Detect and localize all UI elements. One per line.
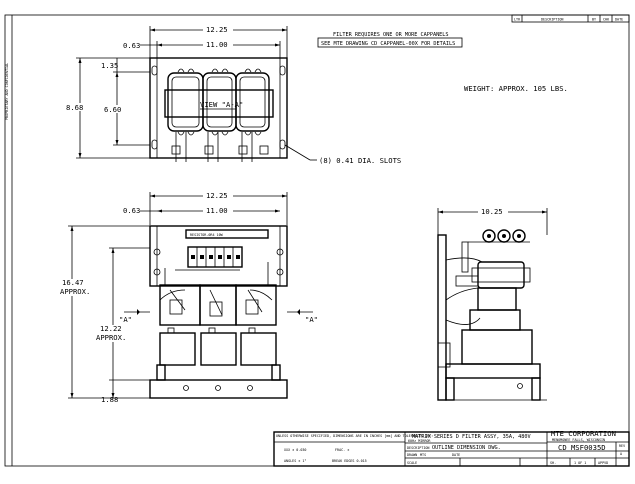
front-dim-inner: 11.00 <box>206 206 228 215</box>
front-dim-height-inner: 12.22 <box>100 324 122 333</box>
drawing-type: OUTLINE DIMENSION DWG. <box>432 445 501 451</box>
break-edges: BREAK EDGES 0.015 <box>332 459 367 463</box>
front-dim-offset: 0.63 <box>123 206 140 215</box>
title-block: UNLESS OTHERWISE SPECIFIED, DIMENSIONS A… <box>273 429 630 467</box>
scale-label: SCALE <box>407 461 417 465</box>
sheet-value: 1 OF 1 <box>574 461 586 465</box>
top-dim-top-offset: 1.35 <box>101 61 118 70</box>
angle-tolerance: ANGLES ± 1° <box>284 459 306 463</box>
note-line-2: SEE MTE DRAWING CD CAPPANEL-00X FOR DETA… <box>321 41 455 47</box>
drawn-by: MTS <box>420 453 426 457</box>
rev-col-description: DESCRIPTION <box>541 18 563 22</box>
top-dim-height-inner: 6.60 <box>104 105 121 114</box>
side-view: 10.25 <box>437 207 548 401</box>
drawing-number: CD MSF0035D <box>558 443 606 452</box>
section-mark-right: "A" <box>305 315 318 324</box>
front-dim-height-total: 16.47 <box>62 278 84 287</box>
front-dim-bottom: 1.88 <box>101 395 118 404</box>
note-box <box>317 37 463 48</box>
top-dim-height-total: 8.68 <box>66 103 83 112</box>
rev-col-chk: CHK <box>603 18 610 22</box>
front-dim-overall: 12.25 <box>206 191 228 200</box>
drawn-label: DRAWN <box>407 453 417 457</box>
rev-col-by: BY <box>592 18 596 22</box>
appvd-label: APPVD <box>598 461 608 465</box>
date-label: DATE <box>452 453 460 457</box>
front-dim-height-total-note: APPROX. <box>60 287 90 296</box>
top-view: 12.25 11.00 0.63 8.68 6.60 1.35 <box>64 25 401 165</box>
sheet-label: SH. <box>550 461 556 465</box>
side-margin-text: PROPRIETARY AND CONFIDENTIAL <box>5 63 9 120</box>
terminal-label: RESISTOR-0R4 10W <box>190 233 224 237</box>
top-dim-inner: 11.00 <box>206 40 228 49</box>
drawing-title-1: MATRIX SERIES D FILTER ASSY, 35A, 480V <box>412 434 531 440</box>
section-mark-left: "A" <box>119 315 132 324</box>
decimal-tolerance: XXX ± 0.030 <box>284 448 306 452</box>
side-dim-width: 10.25 <box>481 207 503 216</box>
tolerance-note: UNLESS OTHERWISE SPECIFIED, DIMENSIONS A… <box>276 434 433 438</box>
company-sub: MENOMONEE FALLS, WISCONSIN <box>552 438 605 442</box>
description-label: DESCRIPTION <box>407 446 429 450</box>
rev-value: A <box>620 452 622 456</box>
note-line-1: FILTER REQUIRES ONE OR MORE CAPPANELS <box>333 32 449 38</box>
front-view: 12.25 11.00 0.63 16.47 APPROX. 12.22 APP… <box>58 191 318 404</box>
rev-col-ltr: LTR <box>514 18 521 22</box>
rev-label: REV <box>619 444 625 448</box>
fraction-tolerance: FRAC. ± <box>335 448 349 452</box>
top-dim-offset: 0.63 <box>123 41 140 50</box>
weight-text: WEIGHT: APPROX. 105 LBS. <box>464 84 568 93</box>
slots-callout: (8) 0.41 DIA. SLOTS <box>319 156 401 165</box>
front-dim-height-inner-note: APPROX. <box>96 333 126 342</box>
rev-col-date: DATE <box>615 18 623 22</box>
drawing-title-2: 60Hz MIRROR <box>408 439 431 443</box>
company-name: MTE CORPORATION <box>551 429 616 438</box>
top-dim-overall: 12.25 <box>206 25 228 34</box>
revision-block: LTR DESCRIPTION BY CHK DATE <box>511 14 630 23</box>
view-aa-label: VIEW "A-A" <box>200 100 243 109</box>
